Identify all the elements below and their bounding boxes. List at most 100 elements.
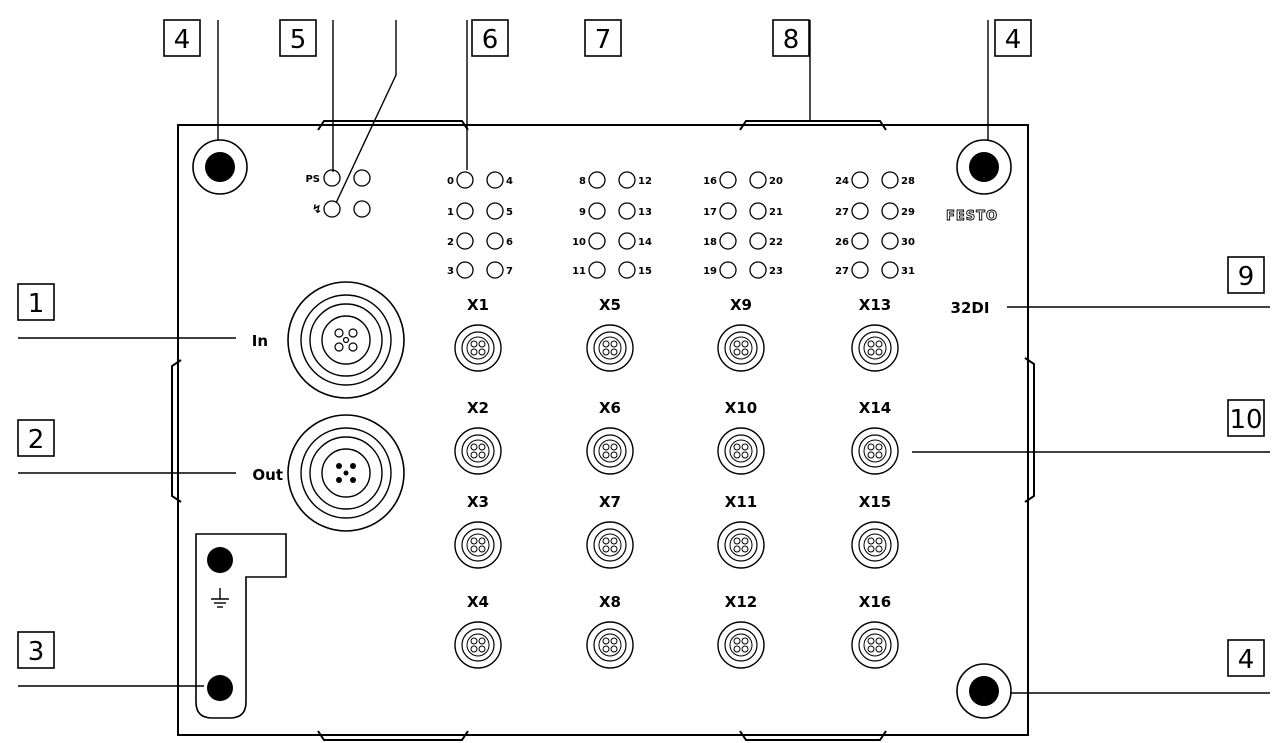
channel-led: [486, 202, 504, 220]
port-in-pin: [342, 336, 350, 344]
callout-number: 9: [1238, 262, 1255, 292]
port-in-ring: [321, 315, 371, 365]
connector-label: X9: [730, 296, 752, 314]
connector: [454, 521, 502, 569]
port-in-pin: [334, 328, 344, 338]
channel-led-label: 23: [769, 266, 783, 277]
callout-lines: [18, 20, 1270, 694]
port-out-ring: [309, 436, 383, 510]
channel-led-label: 1: [447, 207, 454, 218]
mounting-hole: [956, 663, 1012, 719]
channel-led: [749, 202, 767, 220]
channel-led-label: 2: [447, 237, 454, 248]
port-in-pin: [348, 342, 358, 352]
status-leds: PS ↯: [305, 169, 371, 218]
callout-box: [772, 19, 810, 57]
ground-icon: [211, 588, 229, 608]
channel-led: [749, 171, 767, 189]
callout-number: 3: [28, 637, 45, 667]
connector: [851, 324, 899, 372]
bottom-clip-left: [317, 730, 469, 741]
channel-led: [881, 232, 899, 250]
connector: [454, 427, 502, 475]
channel-led-label: 6: [506, 237, 513, 248]
connector: [851, 427, 899, 475]
channel-led-label: 27: [835, 266, 849, 277]
connector-label: X4: [467, 593, 489, 611]
connector-label: X10: [725, 399, 757, 417]
top-clip-right: [739, 120, 887, 131]
status-led: [353, 200, 371, 218]
port-out-pin: [336, 463, 342, 469]
channel-led-label: 5: [506, 207, 513, 218]
callout-number: 4: [174, 25, 191, 55]
channel-led: [749, 261, 767, 279]
channel-led-label: 9: [579, 207, 586, 218]
channel-led: [618, 202, 636, 220]
callout-box: [279, 19, 317, 57]
channel-led-label: 10: [572, 237, 586, 248]
leader-line: [335, 20, 397, 204]
earth-bracket-outline: [195, 533, 287, 719]
channel-led-label: 4: [506, 176, 513, 187]
channel-led: [851, 202, 869, 220]
connector-label: X15: [859, 493, 891, 511]
channel-led: [881, 261, 899, 279]
port-in-ring: [300, 294, 392, 386]
callout-number: 6: [482, 25, 499, 55]
connector-label: X3: [467, 493, 489, 511]
channel-led: [486, 232, 504, 250]
callout-box: [994, 19, 1032, 57]
brand-logo: FESTO: [946, 209, 998, 224]
channel-led-label: 21: [769, 207, 783, 218]
callout-box: [1227, 256, 1265, 294]
status-led-label-error: ↯: [312, 202, 322, 216]
connector: [851, 621, 899, 669]
port-in: [287, 281, 405, 399]
callout-box: [471, 19, 509, 57]
port-out: [287, 414, 405, 532]
connector: [851, 521, 899, 569]
callout-number: 10: [1229, 405, 1262, 435]
channel-led: [456, 202, 474, 220]
port-in-pin: [334, 342, 344, 352]
connector: [586, 427, 634, 475]
callout-number: 8: [783, 25, 800, 55]
channel-led: [851, 232, 869, 250]
channel-led-label: 11: [572, 266, 586, 277]
channel-led: [588, 171, 606, 189]
model-label: 32DI: [951, 299, 990, 317]
connector-label: X14: [859, 399, 891, 417]
channel-led: [618, 232, 636, 250]
connector: [454, 324, 502, 372]
channel-led-label: 7: [506, 266, 513, 277]
connector-label: X2: [467, 399, 489, 417]
channel-led-label: 28: [901, 176, 915, 187]
callout-number: 4: [1005, 25, 1022, 55]
channel-led: [881, 171, 899, 189]
channel-led-label: 26: [835, 237, 849, 248]
channel-led-label: 22: [769, 237, 783, 248]
port-out-pin: [350, 477, 356, 483]
channel-led-label: 16: [703, 176, 717, 187]
connector: [586, 324, 634, 372]
port-in-ring: [309, 303, 383, 377]
callout-box: [584, 19, 622, 57]
channel-led-label: 17: [703, 207, 717, 218]
status-led-label-ps: PS: [305, 174, 320, 185]
port-out-pin: [343, 470, 349, 476]
channel-led-label: 0: [447, 176, 454, 187]
channel-led: [749, 232, 767, 250]
channel-led-label: 31: [901, 266, 915, 277]
port-in-outer-ring: [287, 281, 405, 399]
connector-label: X6: [599, 399, 621, 417]
channel-led: [588, 202, 606, 220]
mounting-holes: [192, 139, 1012, 719]
connector-label: X11: [725, 493, 757, 511]
earth-bracket: [195, 533, 287, 719]
channel-led: [456, 261, 474, 279]
status-led: [323, 200, 341, 218]
top-clip-left: [317, 120, 469, 131]
